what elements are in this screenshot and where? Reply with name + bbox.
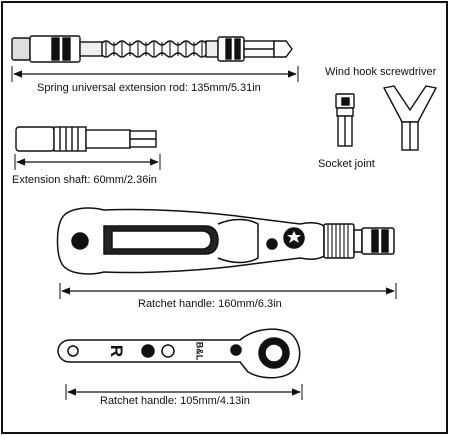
- extension-shaft-label: Extension shaft: 60mm/2.36in: [12, 174, 157, 186]
- extension-shaft: [15, 126, 157, 152]
- ratchet-long-label: Ratchet handle: 160mm/6.3in: [138, 298, 282, 310]
- ratchet-short-label: Ratchet handle: 105mm/4.13in: [100, 395, 250, 407]
- wrench-logo-mark: B&L: [194, 341, 205, 361]
- ratchet-handle-short: [57, 328, 301, 379]
- ratchet-long-dimension: [59, 283, 397, 299]
- socket-joint: [335, 93, 355, 147]
- ratchet-short-dimension: [65, 384, 303, 400]
- spring-rod-dimension: [11, 66, 299, 82]
- extension-shaft-dimension: [14, 154, 161, 170]
- spring-rod-label: Spring universal extension rod: 135mm/5.…: [37, 82, 261, 94]
- wind-hook-label: Wind hook screwdriver: [325, 66, 437, 78]
- wind-hook-screwdriver: [382, 85, 438, 151]
- socket-joint-label: Socket joint: [318, 158, 375, 170]
- ratchet-handle-long: [56, 207, 395, 275]
- wrench-letter-mark: R: [107, 344, 127, 358]
- spring-extension-rod: [11, 35, 293, 63]
